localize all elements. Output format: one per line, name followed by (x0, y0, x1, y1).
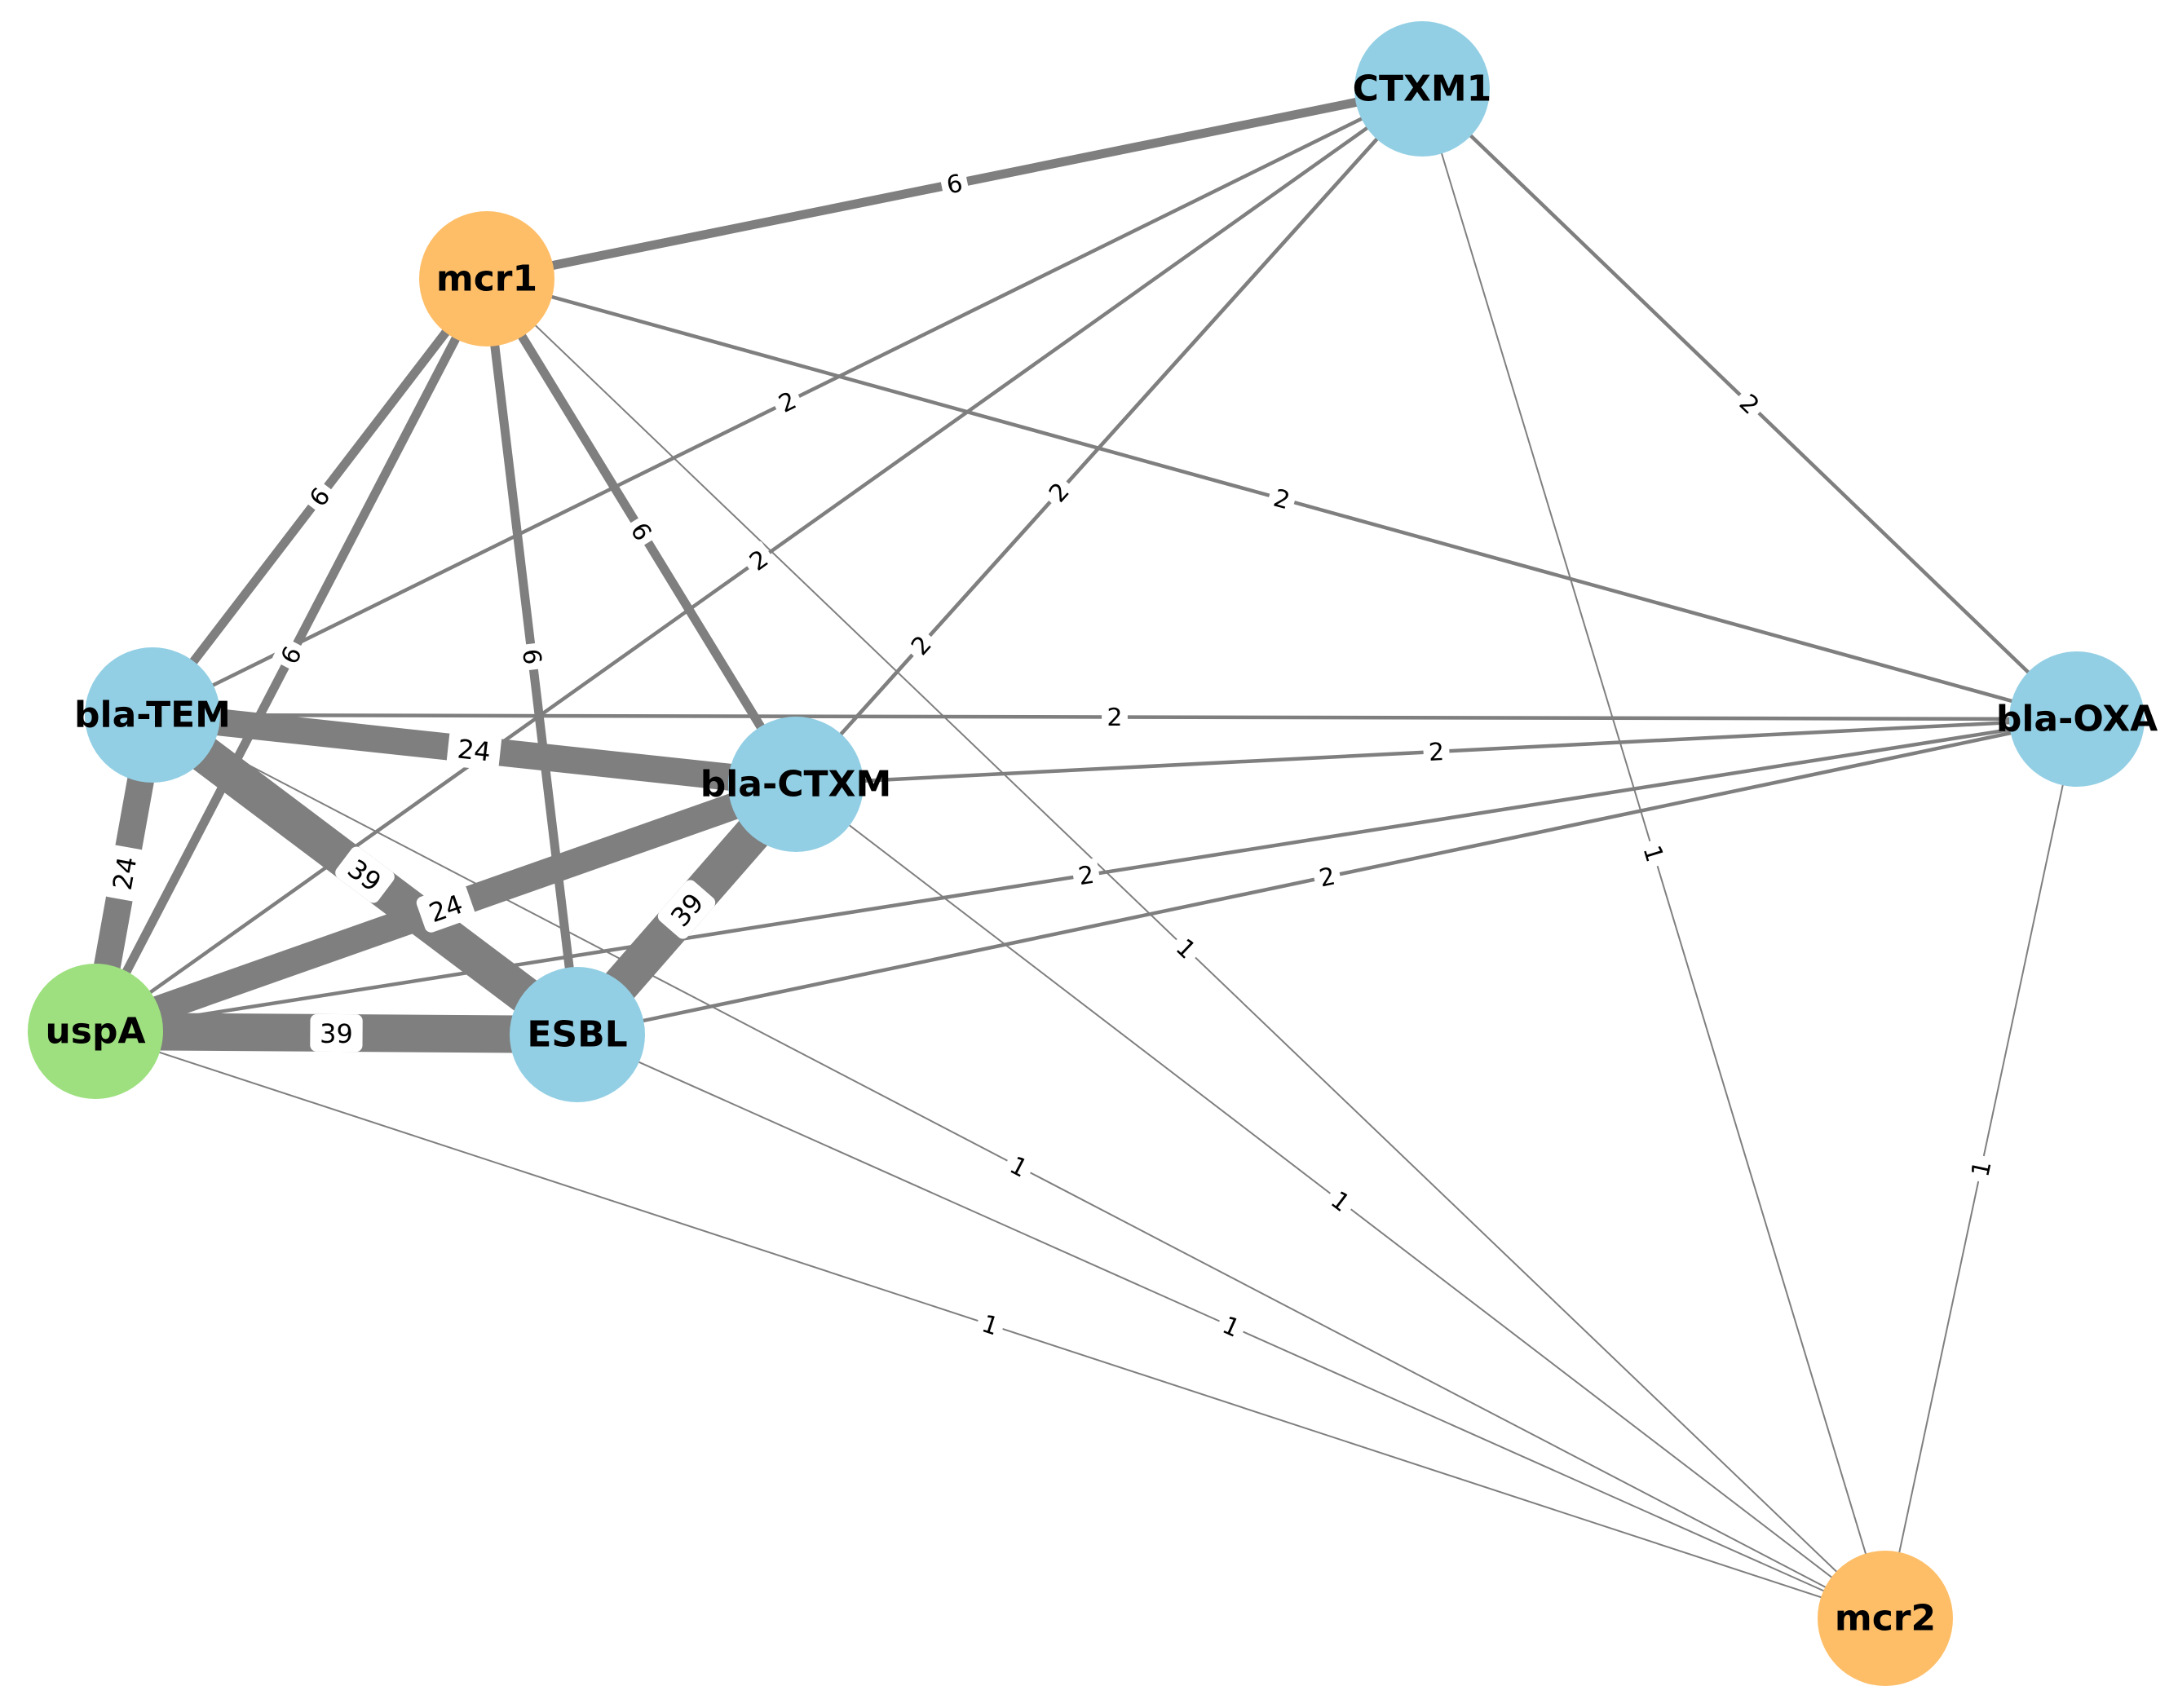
node-label-bla-ctxm: bla-CTXM (700, 764, 892, 805)
node-esbl: ESBL (510, 967, 645, 1102)
node-circle-bla-oxa (2009, 651, 2145, 787)
node-bla-tem: bla-TEM (74, 647, 231, 783)
node-uspa: uspA (28, 964, 163, 1099)
edge-label-background (1102, 701, 1128, 733)
edges-layer (82, 84, 2079, 1619)
edge-label-background (1167, 929, 1205, 968)
node-label-ctxm1: CTXM1 (1353, 68, 1492, 110)
edge-label-background (272, 638, 310, 673)
edge-label-uspa-bla-ctxm: 24 (416, 883, 475, 933)
edge-label-bla-tem-bla-oxa: 2 (1102, 701, 1128, 733)
edge-label-uspa-mcr2: 1 (974, 1307, 1007, 1343)
edge-label-background (1071, 858, 1102, 893)
edge-weight-text: 2 (1107, 704, 1122, 732)
edge-label-background (740, 541, 777, 580)
node-circle-mcr2 (1818, 1551, 1953, 1686)
nodes-layer: CTXM1 mcr1 bla-OXA bla-TEM bla-CTXM uspA ESBL m… (28, 21, 2158, 1686)
edge-label-background (1964, 1153, 1999, 1185)
edge-label-background (770, 383, 805, 421)
edge-weight-text: 2 (1428, 738, 1445, 767)
node-label-bla-tem: bla-TEM (74, 695, 231, 736)
node-circle-ctxm1 (1354, 21, 1490, 157)
edge-label-mcr1-bla-ctxm: 6 (622, 514, 660, 549)
edge-label-background (1636, 837, 1672, 870)
node-circle-bla-tem (85, 647, 220, 783)
edge-label-bla-tem-uspa: 24 (101, 845, 147, 902)
edge-label-bla-oxa-mcr2: 1 (1964, 1153, 1999, 1185)
edge-label-background (939, 166, 970, 201)
edge-label-bla-tem-mcr2: 1 (1001, 1148, 1036, 1185)
edge-label-background (1322, 1182, 1359, 1220)
edge-label-uspa-bla-oxa: 2 (1071, 858, 1102, 893)
edge-weight-text: 24 (107, 854, 144, 893)
edge-label-esbl-mcr2: 1 (1214, 1308, 1248, 1345)
node-label-esbl: ESBL (527, 1014, 627, 1056)
edge-label-background (1422, 735, 1451, 768)
edge-label-background (101, 845, 147, 902)
node-ctxm1: CTXM1 (1353, 21, 1492, 157)
node-label-bla-oxa: bla-OXA (1996, 699, 2158, 740)
node-circle-uspa (28, 964, 163, 1099)
edge-ctxm1-bla-ctxm (794, 87, 1424, 786)
edge-label-background (1266, 481, 1298, 517)
edge-label-esbl-bla-oxa: 2 (1311, 859, 1343, 894)
node-label-uspa: uspA (45, 1011, 145, 1053)
edge-label-background (1730, 385, 1769, 423)
edge-label-background (902, 626, 940, 664)
edge-weight-text: 39 (320, 1018, 353, 1049)
edge-label-background (300, 478, 339, 516)
edge-label-background (657, 880, 716, 939)
edge-label-background (622, 514, 660, 549)
edge-label-background (1001, 1148, 1036, 1185)
edge-label-mcr1-uspa: 6 (272, 638, 310, 673)
edge-label-bla-tem-bla-ctxm: 24 (446, 729, 502, 770)
node-circle-mcr1 (419, 211, 554, 346)
edge-label-bla-ctxm-mcr2: 1 (1322, 1182, 1359, 1220)
node-mcr1: mcr1 (419, 211, 554, 346)
edge-label-bla-ctxm-bla-oxa: 2 (1422, 735, 1451, 768)
node-circle-esbl (510, 967, 645, 1102)
node-circle-bla-ctxm (728, 717, 864, 852)
edge-label-background (335, 846, 395, 903)
edge-label-background (1040, 473, 1078, 511)
edge-label-background (310, 1013, 363, 1053)
edge-label-uspa-esbl: 39 (310, 1013, 363, 1053)
edge-weight-text: 6 (516, 647, 546, 666)
edge-label-mcr1-esbl: 6 (515, 642, 549, 672)
edge-weight-text: 24 (456, 733, 493, 767)
edge-label-background (1311, 859, 1343, 894)
edge-label-bla-tem-ctxm1: 2 (770, 383, 805, 421)
node-label-mcr1: mcr1 (436, 258, 537, 300)
node-bla-ctxm: bla-CTXM (700, 717, 892, 852)
edge-label-background (416, 883, 475, 933)
node-bla-oxa: bla-OXA (1996, 651, 2158, 787)
edge-label-background (515, 642, 549, 672)
edge-label-background (1214, 1308, 1248, 1345)
edge-label-mcr1-ctxm1: 6 (939, 166, 970, 201)
edge-label-background (974, 1307, 1007, 1343)
node-label-mcr2: mcr2 (1835, 1598, 1936, 1640)
node-mcr2: mcr2 (1818, 1551, 1953, 1686)
edge-label-background (446, 729, 502, 770)
edge-label-uspa-ctxm1: 2 (740, 541, 777, 580)
edge-label-ctxm1-mcr2: 1 (1636, 837, 1672, 870)
edge-label-mcr1-bla-oxa: 2 (1266, 481, 1298, 517)
